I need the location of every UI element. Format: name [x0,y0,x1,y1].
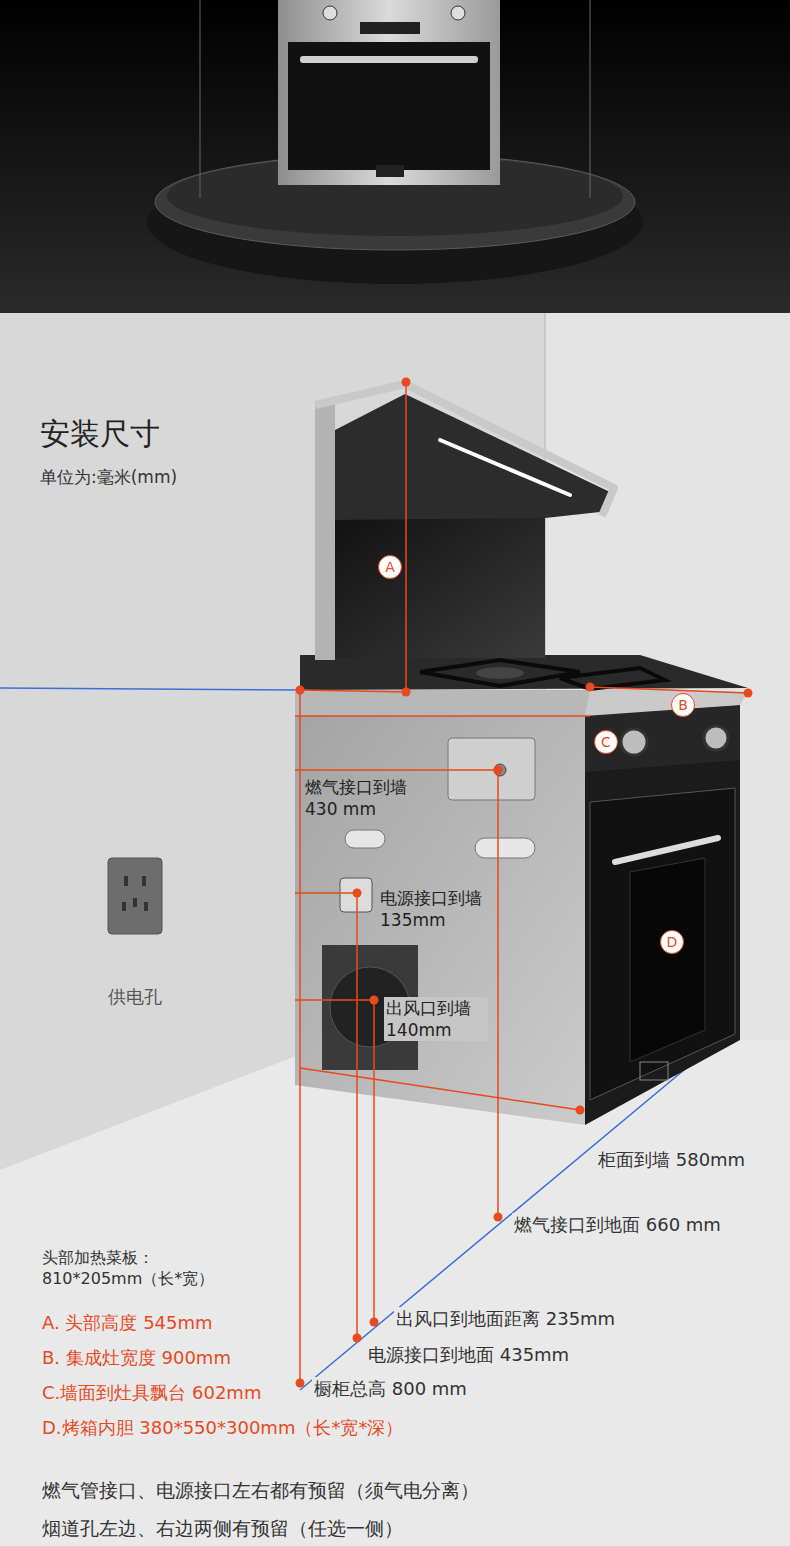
page-title: 安装尺寸 [40,414,160,453]
callout-circle: A [378,555,402,579]
callout-letter: A [385,560,395,574]
floor [0,313,790,1546]
pedestal-top [155,154,635,250]
leader-dot [402,378,411,387]
leader-dot [353,1334,362,1343]
dimension-label: 出风口到地面距离 235mm [394,1307,617,1330]
head-frame [315,384,614,516]
dimension-label: B. 集成灶宽度 900mm [42,1346,231,1369]
leader-line [295,770,498,1217]
dimension-label: 燃气管接口、电源接口左右都有预留（须气电分离） [42,1478,479,1503]
head-glass [335,515,545,658]
cabinet-front [585,705,740,1125]
dimension-dots [296,378,753,1388]
dimension-lines [295,382,748,1383]
oven-door [288,42,490,170]
leader-line [300,1068,580,1110]
leader-dot [353,889,362,898]
head-light [440,440,570,495]
oven-door [590,788,735,1100]
socket-hole [142,876,146,886]
dimension-label: 头部加热菜板： 810*205mm（长*宽） [42,1248,217,1290]
pedestal-inner [167,156,623,236]
leader-line [295,715,590,717]
glass-dome [200,0,590,198]
slot [345,830,385,848]
cooktop [300,655,748,690]
leader-dot [370,996,379,1005]
leader-dot [494,1213,503,1222]
socket-hole [124,876,128,886]
oven-window [630,858,705,1062]
leader-dot [402,688,411,697]
photo-background [0,0,790,313]
callout-circle: C [594,730,618,754]
leader-line [300,690,406,692]
callout-circle: B [671,693,695,717]
head-pillar [315,400,335,660]
head-canopy [335,394,610,520]
socket-hole [144,902,148,911]
dimension-label: 燃气接口到墙 430 mm [305,776,417,820]
control-strip [585,705,740,772]
gas-inlet [494,764,506,776]
cabinet-side [295,715,585,1125]
socket-hole [133,898,137,907]
leader-dot [370,1318,379,1327]
oven-display [360,22,420,34]
slot [475,838,535,858]
dimension-label: D.烤箱内胆 380*550*300mm（长*宽*深） [42,1416,403,1439]
oven-tab [376,165,404,177]
leader-line [299,690,301,1383]
callout-letter: B [678,698,688,712]
knob [704,726,728,750]
dimension-label: 烟道孔左边、右边两侧有预留（任选一侧） [42,1516,403,1541]
gas-box [448,738,535,800]
drawer-handle [640,1062,668,1080]
dimension-label: A. 头部高度 545mm [42,1311,213,1334]
callout-letter: D [667,935,678,949]
oven-body [278,0,500,185]
oven-knob [451,6,465,20]
dimension-label: 柜面到墙 580mm [596,1148,747,1171]
dimension-label: 供电孔 [108,985,162,1008]
leader-line [295,1000,374,1322]
leader-dot [296,1379,305,1388]
leader-dot [576,1106,585,1115]
dimension-label: 橱柜总高 800 mm [312,1377,469,1400]
dimension-label: 电源接口到墙 135mm [380,887,492,931]
dimension-label: C.墙面到灶具飘台 602mm [42,1381,261,1404]
dimension-label: 单位为:毫米(mm) [40,466,177,488]
dimension-label: 出风口到墙 140mm [384,997,488,1041]
callout-letter: C [601,735,611,749]
leader-line [295,893,357,1338]
countertop-front [585,688,748,716]
socket-hole [122,902,126,911]
callout-circle: D [660,930,684,954]
countertop-edge [295,690,590,716]
leader-dot [586,683,595,692]
oven-handle [300,56,478,63]
leader-dot [296,686,305,695]
dimension-label: 燃气接口到地面 660 mm [512,1213,723,1236]
leader-dot [744,689,753,698]
power-box [340,878,372,912]
wall-socket [108,858,162,934]
grate [420,660,665,689]
oven-knob [323,6,337,20]
wall-line [0,688,300,690]
leader-dot [494,766,503,775]
knob [621,729,647,755]
leader-line [405,382,407,692]
dimension-label: 电源接口到地面 435mm [366,1343,571,1366]
burner [476,667,524,679]
leader-line [590,687,748,693]
